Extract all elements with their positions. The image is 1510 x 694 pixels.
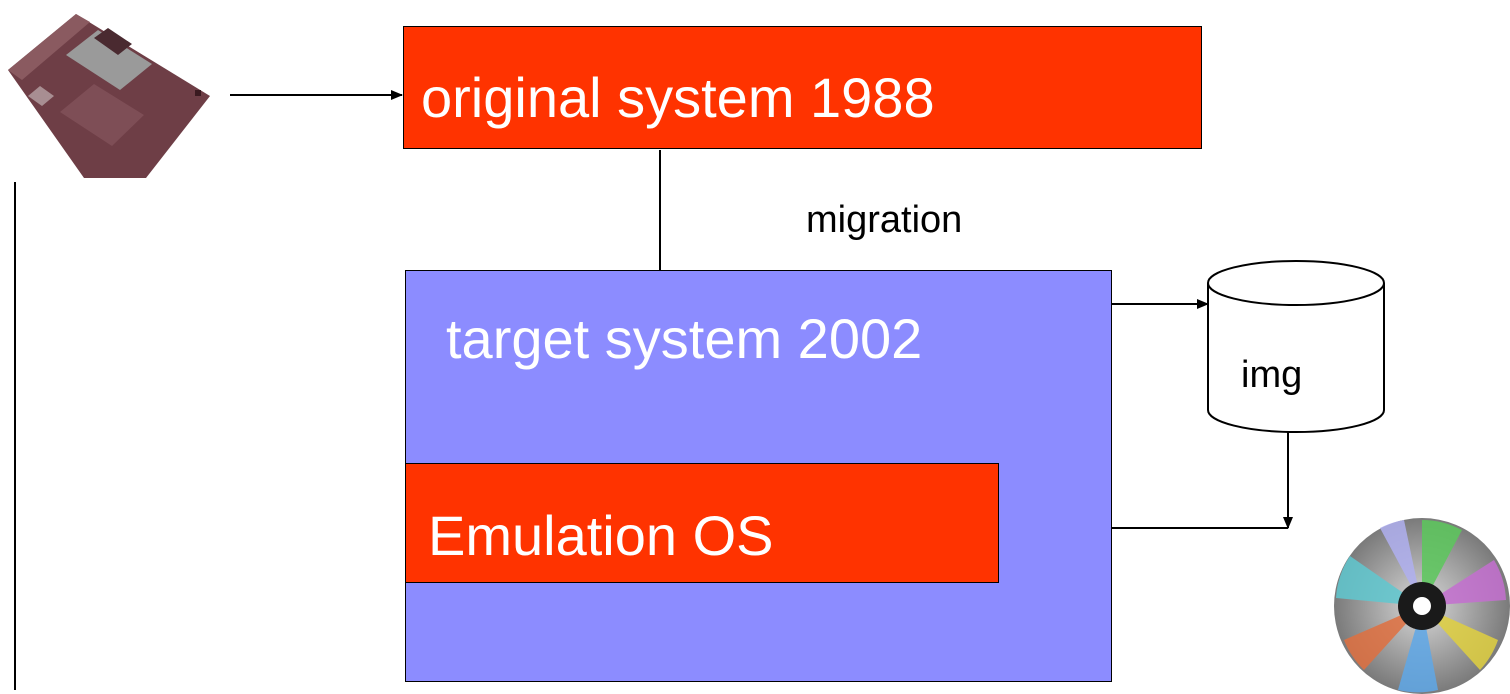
- original-system-label: original system 1988: [421, 66, 935, 129]
- target-system-label: target system 2002: [446, 307, 923, 370]
- cd-disc-icon: [1334, 518, 1510, 694]
- img-label: img: [1241, 354, 1303, 396]
- floppy-disk-icon: [8, 14, 210, 178]
- emulation-os-label: Emulation OS: [428, 504, 774, 567]
- original-system-box: [403, 26, 1202, 149]
- emulation-os-box: [405, 463, 999, 583]
- img-cylinder: [1207, 260, 1385, 433]
- migration-label: migration: [806, 199, 963, 241]
